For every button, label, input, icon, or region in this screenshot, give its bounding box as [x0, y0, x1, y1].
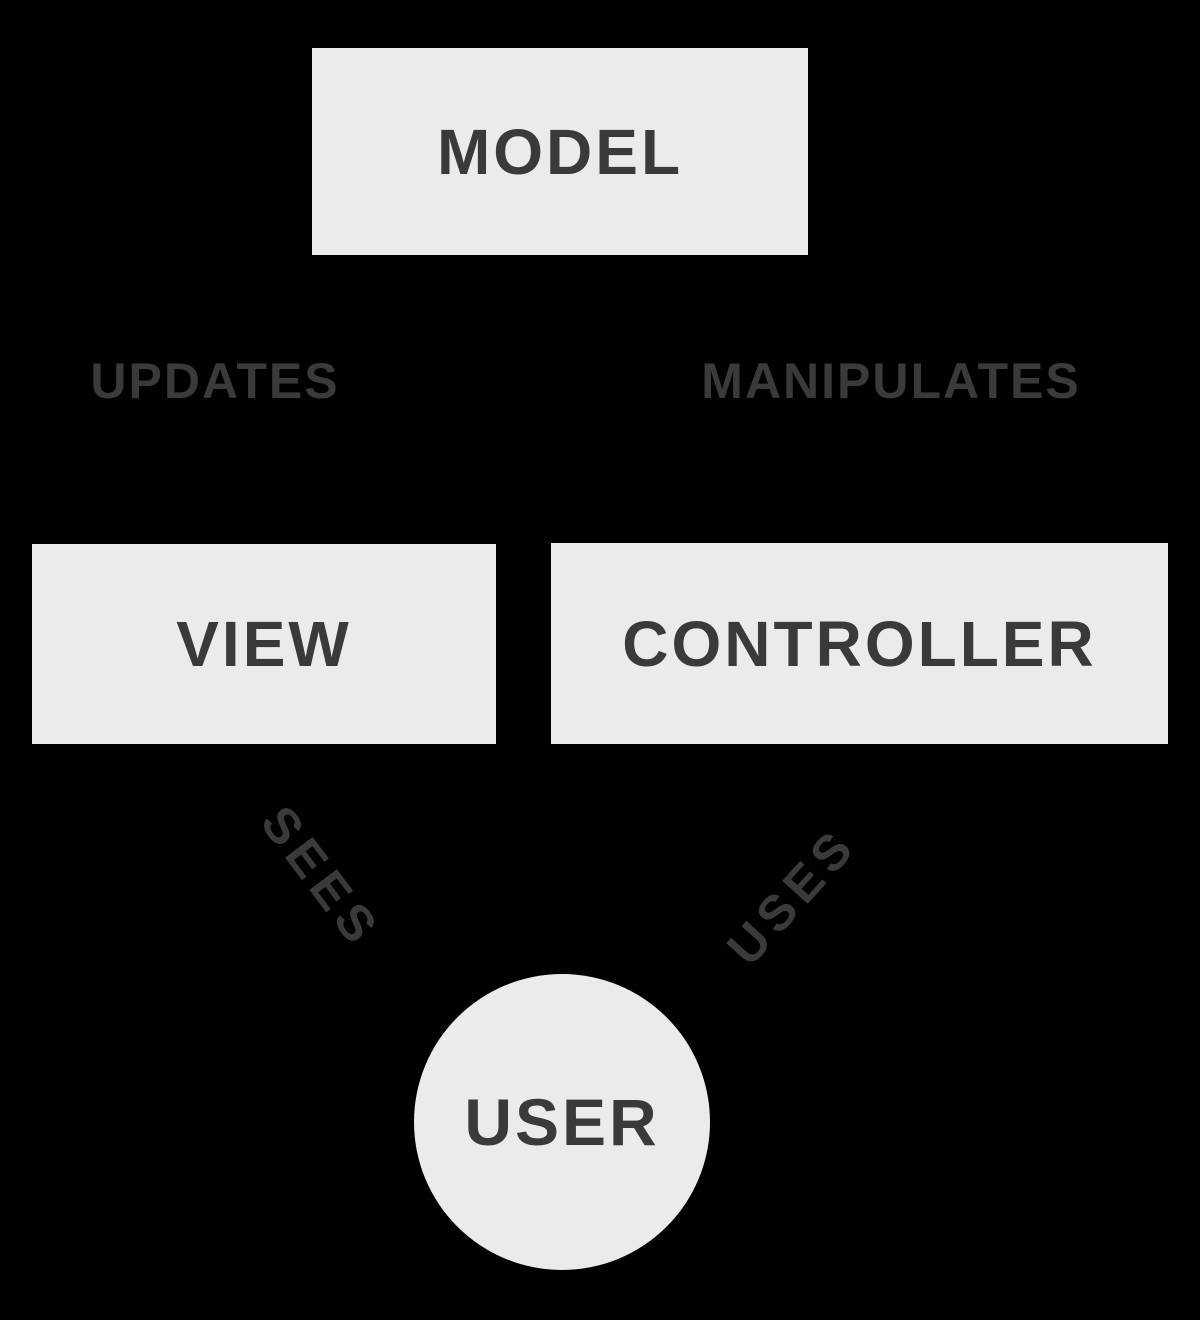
uses-edge-label: USES — [716, 816, 868, 976]
user-node: USER — [414, 974, 710, 1270]
sees-edge-label: SEES — [250, 795, 392, 959]
controller-node: CONTROLLER — [551, 543, 1168, 744]
manipulates-edge-label: MANIPULATES — [701, 353, 1081, 409]
model-node-label: MODEL — [436, 115, 684, 188]
view-node: VIEW — [32, 544, 496, 744]
model-node: MODEL — [312, 48, 808, 255]
updates-edge-label: UPDATES — [90, 353, 340, 409]
view-node-label: VIEW — [176, 608, 352, 680]
user-node-label: USER — [464, 1085, 660, 1159]
controller-node-label: CONTROLLER — [622, 607, 1097, 680]
